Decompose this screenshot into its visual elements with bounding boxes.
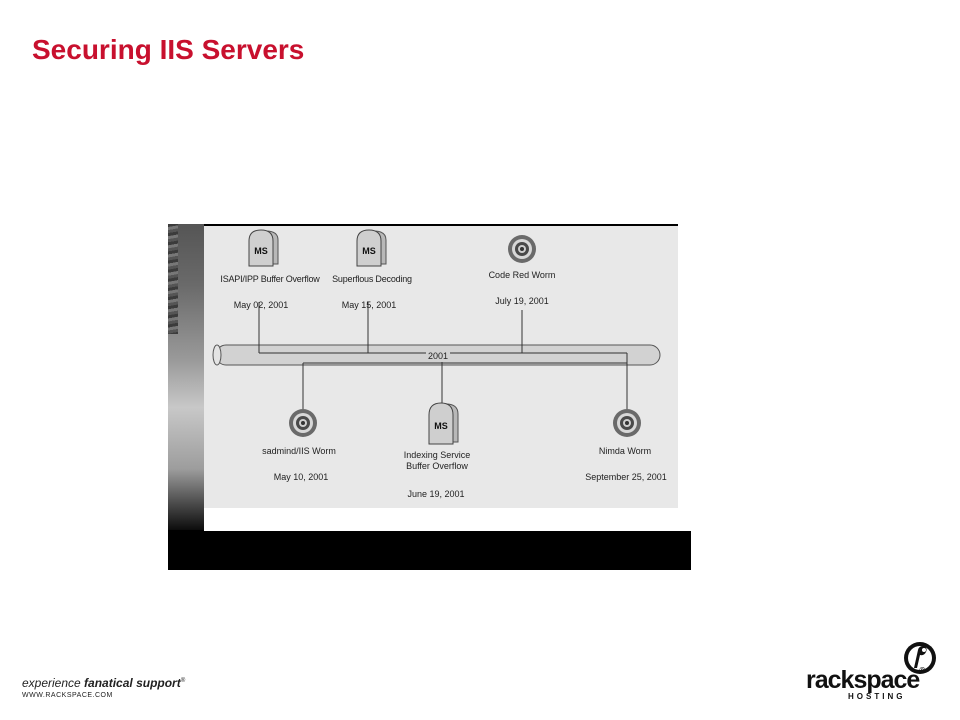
event-name-label: Buffer Overflow: [406, 461, 468, 471]
worm-target-icon: [289, 409, 317, 437]
ms-tombstone-icon: MS: [428, 402, 459, 445]
svg-text:MS: MS: [362, 246, 376, 256]
rackspace-mark-icon: [904, 642, 936, 674]
event-date-label: May 15, 2001: [341, 300, 397, 310]
event-name-label: Superflous Decoding: [332, 274, 412, 284]
event-date-label: May 10, 2001: [273, 472, 329, 482]
figure-band: [204, 508, 691, 531]
event-date-label: July 19, 2001: [495, 296, 549, 306]
svg-text:MS: MS: [254, 246, 268, 256]
tagline-mark: ®: [180, 678, 186, 684]
logo-wordmark: rackspace®: [806, 666, 925, 695]
logo-subtitle: HOSTING: [848, 692, 906, 701]
footer-website: WWW.RACKSPACE.COM: [22, 692, 113, 699]
timeline-figure: MS MS MS: [168, 224, 691, 570]
event-name-label: Code Red Worm: [488, 270, 556, 280]
timeline-canvas: MS MS MS: [204, 226, 678, 508]
logo-reg-mark: ®: [919, 666, 925, 675]
ms-tombstone-icon: MS: [356, 229, 387, 267]
footer-tagline: experience fanatical support® WWW.RACKSP…: [22, 676, 185, 699]
logo-wordmark-text: rackspace: [806, 666, 920, 694]
slide-title: Securing IIS Servers: [32, 34, 305, 65]
tagline-bold: fanatical support: [84, 676, 181, 690]
event-name-label: sadmind/IIS Worm: [262, 446, 336, 456]
timeline-year-label: 2001: [426, 351, 451, 362]
photo-strip-texture: [168, 224, 178, 334]
event-name-label: ISAPI/IPP Buffer Overflow: [220, 274, 320, 284]
event-date-label: September 25, 2001: [585, 472, 667, 482]
event-date-label: May 02, 2001: [233, 300, 289, 310]
event-name-label: Nimda Worm: [598, 446, 652, 456]
event-date-label: June 19, 2001: [407, 489, 465, 499]
event-name-label: Indexing Service: [403, 450, 471, 460]
worm-target-icon: [613, 409, 641, 437]
tagline-text: experience fanatical support®: [22, 676, 185, 690]
worm-target-icon: [508, 235, 536, 263]
rackspace-logo: rackspace® HOSTING: [806, 640, 940, 702]
ms-tombstone-icon: MS: [248, 229, 279, 267]
tagline-plain: experience: [22, 676, 85, 690]
figure-border: [678, 224, 691, 508]
svg-text:MS: MS: [434, 421, 448, 431]
